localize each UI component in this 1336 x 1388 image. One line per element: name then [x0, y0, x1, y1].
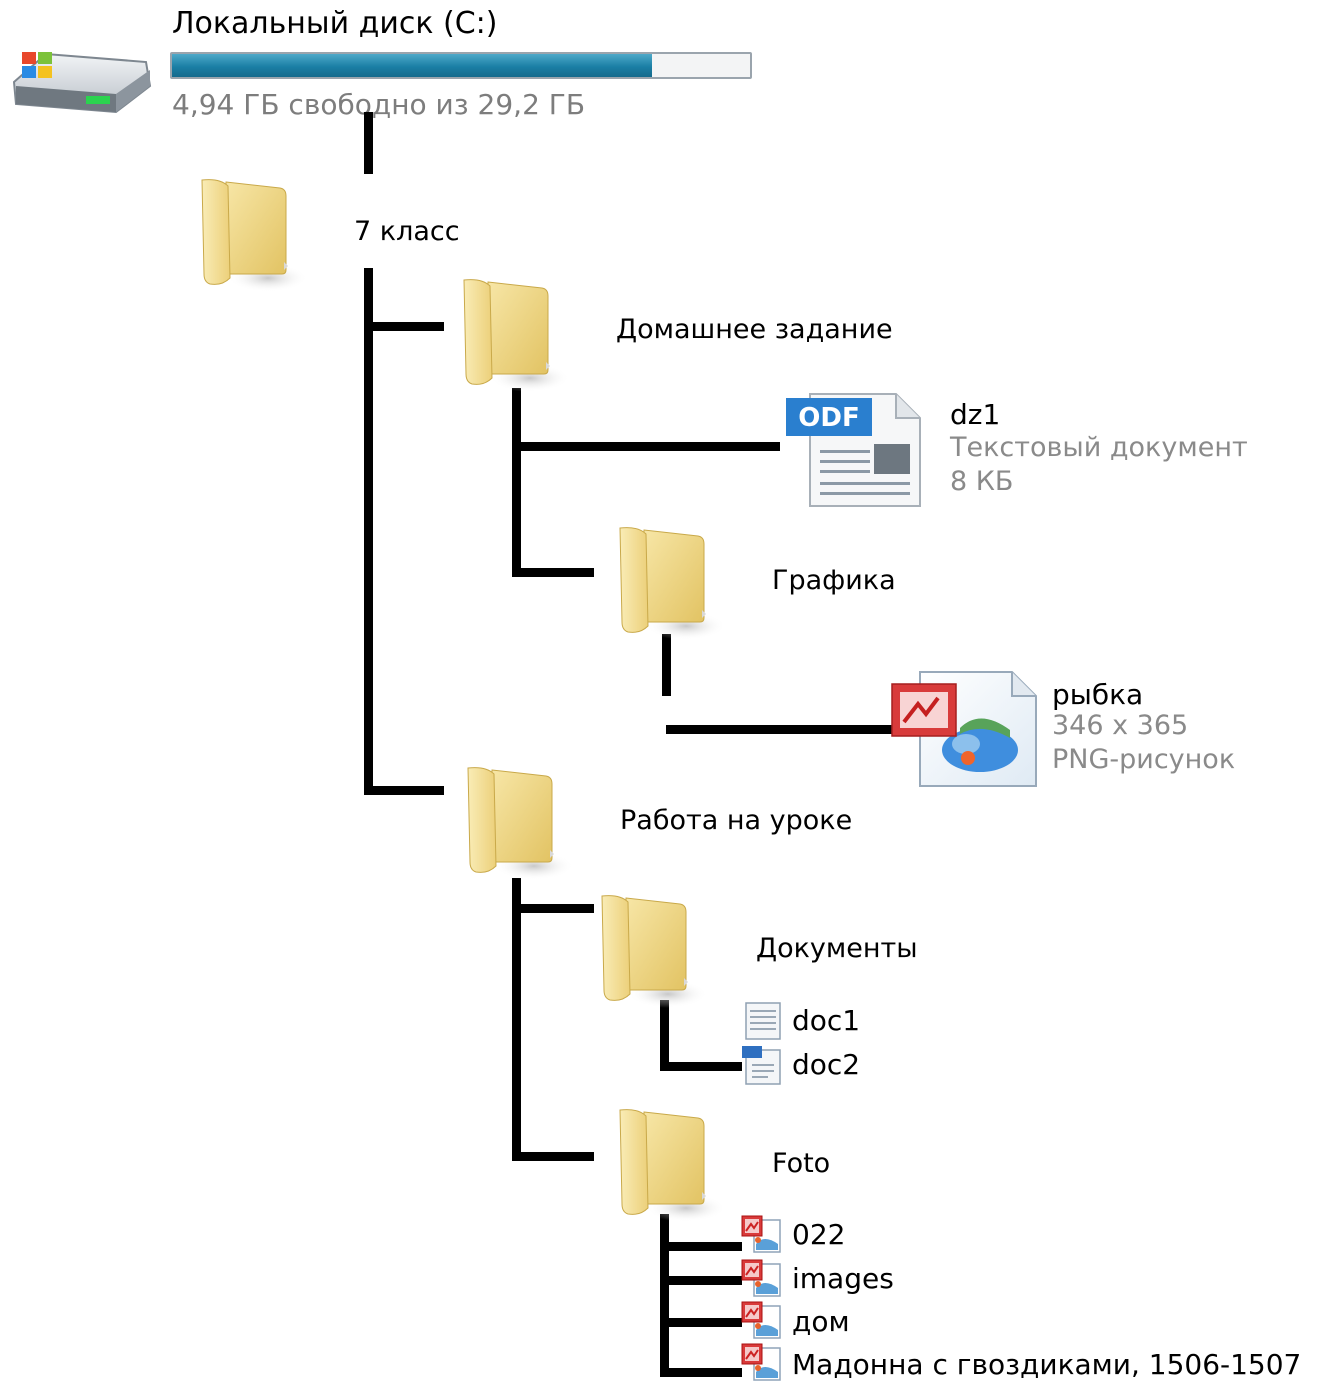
svg-text:ODF: ODF [798, 403, 859, 433]
connector-line [512, 442, 780, 451]
connector-line [364, 322, 444, 331]
file-name-fish[interactable]: рыбка [1052, 678, 1144, 711]
connector-line [660, 1242, 742, 1251]
connector-line [660, 1276, 742, 1285]
file-name-dom[interactable]: дом [792, 1305, 850, 1338]
folder-label-lesson-work[interactable]: Работа на уроке [620, 805, 853, 836]
file-name-madonna[interactable]: Мадонна с гвоздиками, 1506-1507 [792, 1348, 1302, 1381]
connector-line [660, 1000, 669, 1070]
folder-label-graphics[interactable]: Графика [772, 565, 896, 596]
file-name-images[interactable]: images [792, 1262, 894, 1295]
connector-line [666, 725, 892, 734]
hard-drive-icon [6, 46, 156, 116]
file-name-doc2[interactable]: doc2 [792, 1048, 861, 1081]
folder-label-documents[interactable]: Документы [756, 933, 918, 964]
connector-line [512, 904, 594, 913]
connector-line [662, 634, 671, 696]
drive-free-space: 4,94 ГБ свободно из 29,2 ГБ [172, 88, 586, 121]
connector-line [660, 1214, 669, 1376]
connector-line [660, 1368, 742, 1377]
connector-line [364, 112, 373, 174]
connector-line [660, 1318, 742, 1327]
folder-label-foto[interactable]: Foto [772, 1148, 831, 1179]
connector-line [660, 1062, 742, 1071]
connector-line [512, 388, 521, 576]
image-file-icon[interactable] [740, 1342, 784, 1384]
folder-icon[interactable] [196, 174, 306, 294]
folder-label-homework[interactable]: Домашнее задание [616, 314, 893, 345]
folder-icon[interactable] [614, 522, 724, 642]
folder-icon[interactable] [614, 1104, 724, 1224]
connector-line [364, 786, 444, 795]
file-size-dz1: 8 КБ [950, 466, 1014, 497]
connector-line [512, 878, 521, 1160]
file-dimensions-fish: 346 x 365 [1052, 710, 1189, 741]
folder-label-7-class[interactable]: 7 класс [354, 216, 460, 247]
file-name-dz1[interactable]: dz1 [950, 398, 1001, 431]
drive-usage-fill [172, 54, 652, 77]
image-file-icon[interactable] [740, 1258, 784, 1300]
image-file-icon[interactable] [740, 1300, 784, 1342]
file-type-dz1: Текстовый документ [950, 432, 1248, 463]
text-file-icon[interactable] [742, 1000, 786, 1042]
connector-line [512, 568, 594, 577]
drive-usage-bar [170, 52, 752, 79]
file-name-022[interactable]: 022 [792, 1218, 846, 1251]
image-file-icon[interactable] [890, 668, 1040, 790]
folder-icon[interactable] [596, 890, 706, 1010]
image-file-icon[interactable] [740, 1214, 784, 1256]
odf-document-icon[interactable]: ODF [784, 390, 924, 510]
drive-title[interactable]: Локальный диск (C:) [172, 6, 498, 41]
folder-icon[interactable] [458, 274, 568, 394]
folder-icon[interactable] [462, 762, 572, 882]
connector-line [364, 268, 373, 794]
connector-line [512, 1152, 594, 1161]
file-type-fish: PNG-рисунок [1052, 744, 1236, 775]
document-file-icon[interactable] [740, 1044, 784, 1086]
file-name-doc1[interactable]: doc1 [792, 1004, 861, 1037]
